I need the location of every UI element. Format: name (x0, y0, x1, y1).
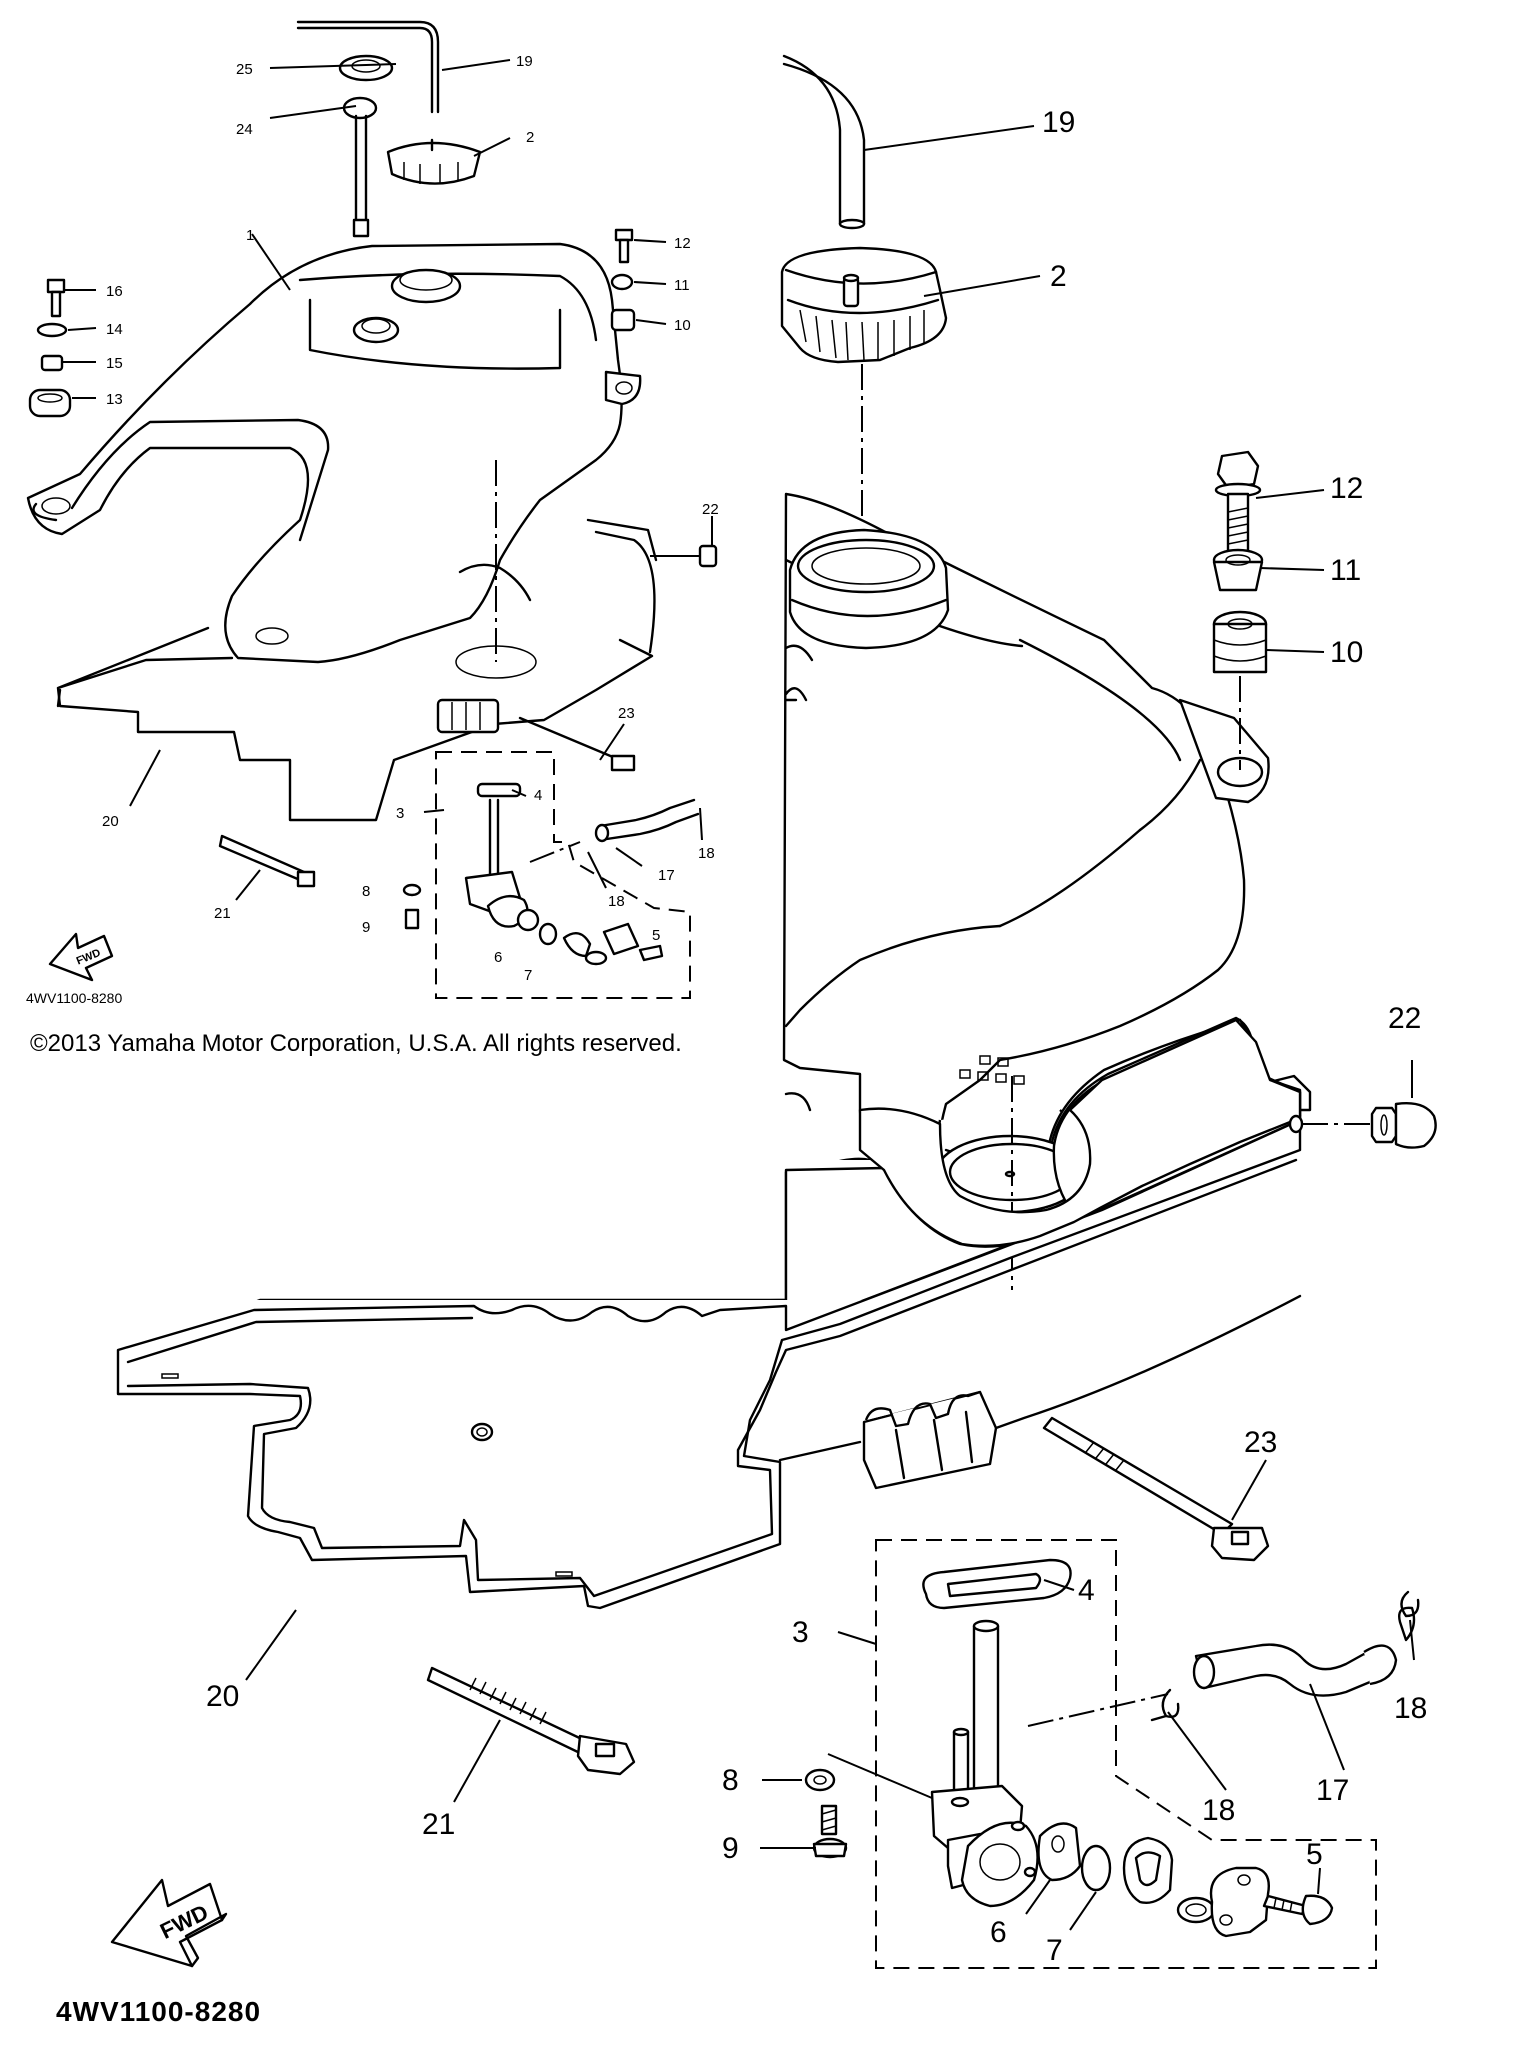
callout-12: 12 (1330, 472, 1363, 505)
fwd-arrow-large: FWD (110, 1878, 228, 1968)
callout-8: 8 (722, 1764, 739, 1797)
callout-19: 19 (1042, 106, 1075, 139)
vent-dots (959, 1055, 1025, 1085)
hose-17 (1192, 1606, 1416, 1697)
callout-15-small: 15 (106, 355, 123, 372)
callout-9-small: 9 (362, 919, 370, 936)
callout-25-small: 25 (236, 61, 253, 78)
callout-24-small: 24 (236, 121, 253, 138)
callout-17: 17 (1316, 1774, 1349, 1807)
callout-19-small: 19 (516, 53, 533, 70)
callout-21: 21 (422, 1808, 455, 1841)
callout-18-right: 18 (1394, 1692, 1427, 1725)
callout-13-small: 13 (106, 391, 123, 408)
diagram-code-large: 4WV1100-8280 (56, 1996, 262, 2027)
callout-18-small: 18 (698, 845, 715, 862)
clamp-18 (1150, 1590, 1420, 1722)
copyright-notice: ©2013 Yamaha Motor Corporation, U.S.A. A… (30, 1030, 682, 1057)
callout-18-left: 18 (1202, 1794, 1235, 1827)
callout-7: 7 (1046, 1934, 1063, 1967)
callout-22: 22 (1388, 1002, 1421, 1035)
leader-lines (245, 125, 1415, 1931)
callout-11-small: 11 (674, 277, 690, 294)
fwd-arrow-small: FWD (48, 932, 114, 982)
callout-17-small: 17 (658, 867, 675, 884)
callout-2-small: 2 (526, 129, 534, 146)
callout-14-small: 14 (106, 321, 123, 338)
callout-10-small: 10 (674, 317, 691, 334)
large-callouts: 19 2 12 11 10 22 23 4 3 20 18 17 18 21 8… (206, 106, 1427, 1967)
strap-21 (426, 1666, 636, 1776)
diagram-code-small: 4WV1100-8280 (26, 990, 123, 1006)
callout-4: 4 (1078, 1574, 1095, 1607)
callout-5-small: 5 (652, 927, 660, 944)
bolt-22 (1288, 1102, 1437, 1149)
callout-6-small: 6 (494, 949, 502, 966)
callout-5: 5 (1306, 1838, 1323, 1871)
bolt-stack-10-12 (1212, 450, 1268, 770)
callout-20-small: 20 (102, 813, 119, 830)
callout-1-small: 1 (246, 227, 254, 244)
small-callouts: 25 24 19 2 1 12 11 10 16 14 15 13 22 23 … (102, 53, 719, 984)
callout-3-small: 3 (396, 805, 404, 822)
callout-16-small: 16 (106, 283, 123, 300)
callout-23: 23 (1244, 1426, 1277, 1459)
callout-7-small: 7 (524, 967, 532, 984)
callout-9: 9 (722, 1832, 739, 1865)
tank-lower-details (858, 1018, 1302, 1247)
callout-18b-small: 18 (608, 893, 625, 910)
callout-20: 20 (206, 1680, 239, 1713)
clip-23 (1042, 1416, 1270, 1562)
callout-4-small: 4 (534, 787, 542, 804)
callout-10: 10 (1330, 636, 1363, 669)
callout-3: 3 (792, 1616, 809, 1649)
overview-diagram (26, 20, 718, 999)
fuel-cock-3 (804, 1539, 1377, 1969)
callout-8-small: 8 (362, 883, 370, 900)
callout-22-small: 22 (702, 501, 719, 518)
callout-12-small: 12 (674, 235, 691, 252)
callout-11: 11 (1330, 554, 1361, 587)
callout-6: 6 (990, 1916, 1007, 1949)
callout-23-small: 23 (618, 705, 635, 722)
plate-grommet (778, 1294, 1302, 1490)
callout-2: 2 (1050, 260, 1067, 293)
callout-21-small: 21 (214, 905, 231, 922)
